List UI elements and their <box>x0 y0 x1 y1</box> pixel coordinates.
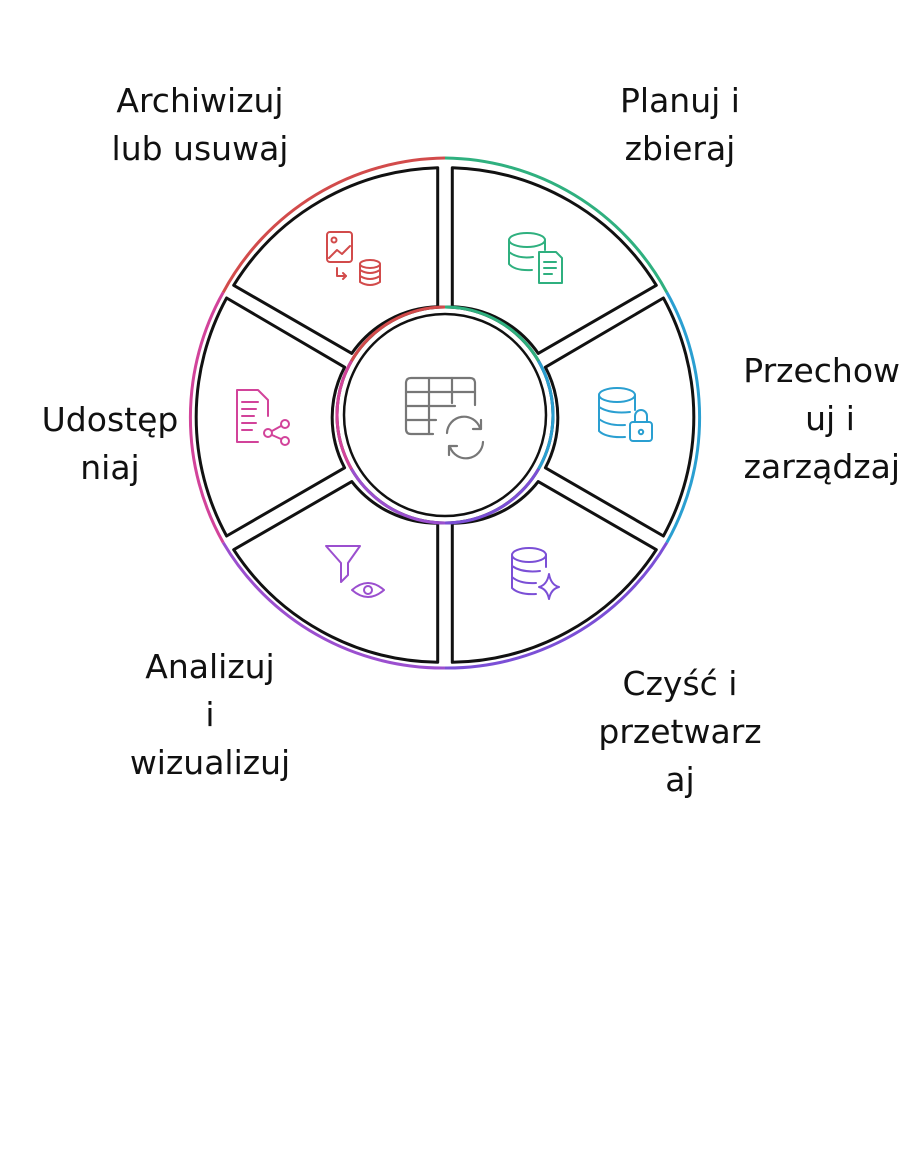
database-document-icon <box>508 232 563 284</box>
inner-ring-arc-archive <box>350 305 446 362</box>
segment-store <box>543 296 696 538</box>
table-refresh-icon <box>404 376 485 460</box>
segment-archive <box>232 166 440 355</box>
document-share-icon <box>236 389 290 446</box>
label-analyze-line-2: i <box>205 694 215 734</box>
label-share-line-2: niaj <box>80 447 140 487</box>
label-clean-line-2: przetwarz <box>598 711 762 751</box>
label-plan-line-2: zbieraj <box>624 128 736 168</box>
label-share: Udostęp niaj <box>20 396 200 492</box>
label-plan: Planuj i zbieraj <box>590 77 770 173</box>
segment-plan <box>450 166 658 355</box>
label-clean: Czyść i przetwarz aj <box>580 660 780 804</box>
inner-ring-arc-share <box>335 360 353 470</box>
outer-ring-arc-plan <box>444 156 669 294</box>
label-store: Przechow uj i zarządzaj <box>700 347 900 491</box>
segment-clean <box>450 480 658 664</box>
label-store-line-1: Przechow <box>743 351 900 390</box>
outer-ring <box>188 156 702 670</box>
outer-ring-arc-analyze <box>221 541 446 670</box>
label-clean-line-3: aj <box>665 759 695 799</box>
inner-core-outline <box>342 312 548 518</box>
inner-ring-arc-store <box>537 360 555 470</box>
inner-ring-arc-clean <box>444 468 540 525</box>
label-clean-line-1: Czyść i <box>622 664 738 703</box>
image-to-database-icon <box>326 231 381 286</box>
segments <box>194 166 696 664</box>
label-analyze-line-1: Analizuj <box>145 647 275 686</box>
inner-ring-arc-analyze <box>350 468 446 525</box>
label-archive-line-2: lub usuwaj <box>111 128 289 168</box>
label-plan-line-1: Planuj i <box>620 81 740 120</box>
outer-ring-arc-store <box>665 291 702 544</box>
inner-ring <box>335 305 555 525</box>
outer-ring-arc-clean <box>444 541 669 670</box>
database-sparkle-icon <box>511 547 560 600</box>
label-share-line-1: Udostęp <box>41 400 179 439</box>
outer-ring-arc-share <box>188 291 225 544</box>
label-analyze-line-3: wizualizuj <box>129 742 291 782</box>
label-store-line-2: uj i <box>805 398 855 438</box>
label-archive-line-1: Archiwizuj <box>116 81 284 120</box>
filter-eye-icon <box>325 545 385 598</box>
database-lock-icon <box>598 387 653 442</box>
segment-share <box>194 296 347 538</box>
outer-ring-arc-archive <box>221 156 446 294</box>
segment-analyze <box>232 480 440 664</box>
label-archive: Archiwizuj lub usuwaj <box>95 77 305 173</box>
inner-ring-arc-plan <box>444 305 540 362</box>
label-analyze: Analizuj i wizualizuj <box>110 643 310 787</box>
label-store-line-3: zarządzaj <box>743 446 900 486</box>
